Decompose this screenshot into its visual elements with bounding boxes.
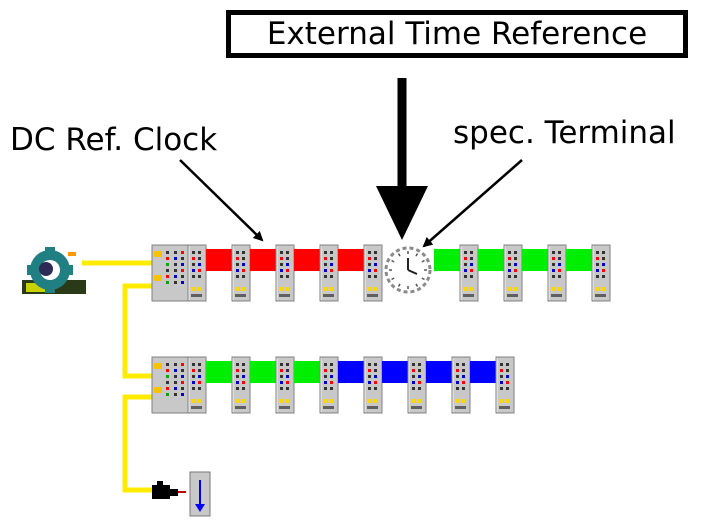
row2-11-io-terminal[interactable]: [407, 356, 427, 414]
row1-8-red-terminal-block: [338, 249, 364, 271]
arrow-spec-terminal: [422, 159, 523, 248]
row2-7-io-terminal[interactable]: [319, 356, 339, 414]
row1-6-red-terminal-block: [294, 249, 320, 271]
external-time-reference-box: External Time Reference: [226, 10, 688, 58]
row1-coupler[interactable]: [151, 244, 189, 302]
row1-12-io-terminal[interactable]: [459, 244, 479, 302]
row2-15-io-terminal[interactable]: [495, 356, 515, 414]
clock-icon[interactable]: [384, 246, 432, 294]
link-row1-to-row2: [122, 283, 153, 379]
end-terminal-icon[interactable]: [189, 471, 211, 517]
dc-ref-clock-label: DC Ref. Clock: [10, 122, 218, 158]
row2-8-blue-terminal-block: [338, 361, 364, 383]
arrow-dc-ref-clock: [179, 159, 264, 242]
row2-coupler[interactable]: [151, 356, 189, 414]
row1-17-green-terminal-block: [566, 249, 592, 271]
row2-6-green-terminal-block: [294, 361, 320, 383]
terminal-row-1: [151, 244, 611, 302]
row1-18-io-terminal[interactable]: [591, 244, 611, 302]
external-time-reference-label: External Time Reference: [266, 16, 648, 52]
pointer-arrows: [179, 78, 523, 248]
row1-7-io-terminal[interactable]: [319, 244, 339, 302]
row2-1-io-terminal[interactable]: [187, 356, 207, 414]
ethercat-master-gear-icon[interactable]: [22, 247, 86, 294]
link-row2-to-end: [122, 394, 152, 493]
row2-3-io-terminal[interactable]: [231, 356, 251, 414]
row1-9-io-terminal[interactable]: [363, 244, 383, 302]
row2-4-green-terminal-block: [250, 361, 276, 383]
row1-3-io-terminal[interactable]: [231, 244, 251, 302]
row1-11-green-terminal-block: [434, 249, 460, 271]
terminal-row-2: [151, 356, 515, 414]
row2-12-blue-terminal-block: [426, 361, 452, 383]
ethercat-connections: [82, 260, 153, 493]
row2-14-blue-terminal-block: [470, 361, 496, 383]
row1-15-green-terminal-block: [522, 249, 548, 271]
row1-16-io-terminal[interactable]: [547, 244, 567, 302]
row2-13-io-terminal[interactable]: [451, 356, 471, 414]
row2-2-green-terminal-block: [206, 361, 232, 383]
row1-14-io-terminal[interactable]: [503, 244, 523, 302]
row2-10-blue-terminal-block: [382, 361, 408, 383]
row1-2-red-terminal-block: [206, 249, 232, 271]
camera-icon[interactable]: [152, 481, 186, 499]
row2-9-io-terminal[interactable]: [363, 356, 383, 414]
row1-13-green-terminal-block: [478, 249, 504, 271]
row1-1-io-terminal[interactable]: [187, 244, 207, 302]
arrow-external-time-reference-head: [376, 186, 428, 240]
row2-5-io-terminal[interactable]: [275, 356, 295, 414]
row1-4-red-terminal-block: [250, 249, 276, 271]
spec-terminal-label: spec. Terminal: [453, 115, 676, 151]
row1-5-io-terminal[interactable]: [275, 244, 295, 302]
